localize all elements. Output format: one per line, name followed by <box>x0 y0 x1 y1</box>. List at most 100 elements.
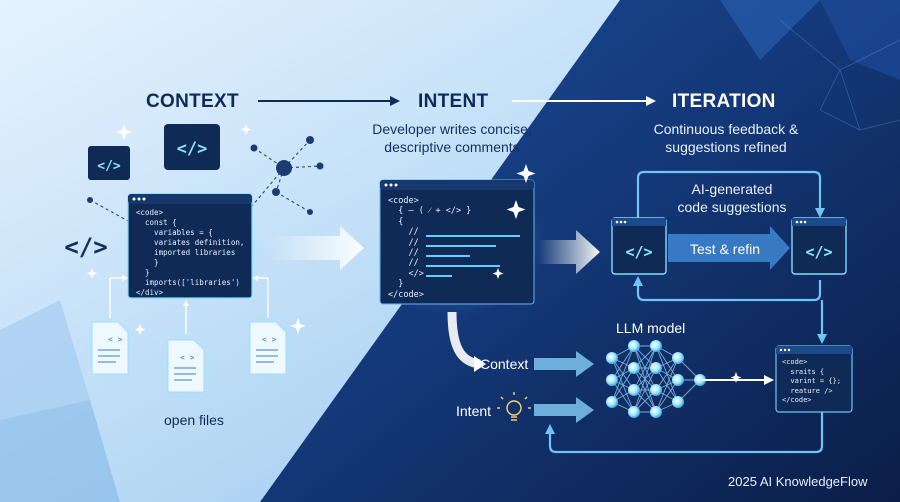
arrowhead <box>764 375 774 385</box>
neural-net-node <box>650 362 662 374</box>
code-line: varint = {}; <box>782 377 842 386</box>
code-line: </code> <box>388 289 424 300</box>
intent-description: Developer writes concise, descriptive co… <box>352 120 552 156</box>
code-glyph-icon: </> <box>64 233 107 261</box>
sparkle-icon <box>730 372 742 383</box>
file-to-panel-arrows <box>109 277 269 334</box>
sparkle-icon <box>492 164 536 279</box>
open-files-label: open files <box>164 412 224 428</box>
code-line: variables = { <box>136 228 213 237</box>
neural-net-edge <box>655 379 679 413</box>
intent-description-line: descriptive comments <box>384 139 520 155</box>
context-input-label: Context <box>480 356 529 372</box>
neural-net-edge <box>633 345 657 391</box>
neural-net-node <box>672 396 684 408</box>
iteration-description-line: suggestions refined <box>665 139 787 155</box>
neural-net-edge <box>655 357 679 413</box>
code-line: // <box>388 258 419 269</box>
arrowhead <box>817 334 827 344</box>
neural-net-node <box>694 374 706 386</box>
arrowhead <box>815 208 825 218</box>
arrowhead <box>474 356 486 372</box>
neural-net-edge <box>611 345 635 381</box>
neural-net-edge <box>633 345 657 413</box>
neural-net-nodes <box>606 340 706 418</box>
neural-net-node <box>650 340 662 352</box>
context-input-arrow <box>534 351 594 377</box>
facet-shape <box>720 0 820 60</box>
svg-text:</>: </> <box>177 139 208 159</box>
suggestion-window-left: </> <box>611 217 667 275</box>
output-code-text: <code> sraits { varint = {}; reature /><… <box>782 358 841 406</box>
svg-text:< >: < > <box>180 353 195 362</box>
code-line: </code> <box>782 396 812 405</box>
panel-titlebar <box>776 346 852 354</box>
neural-net-node <box>628 340 640 352</box>
intent-code-text: <code> { — ( ⁄ + </> } { // // // // </>… <box>388 196 471 300</box>
code-line: } <box>388 279 404 290</box>
network-lines <box>779 19 900 131</box>
footer-credit: 2025 AI KnowledgeFlow <box>728 474 868 489</box>
neural-net-node <box>650 406 662 418</box>
loop-label-line: code suggestions <box>677 199 787 215</box>
intent-comment-lines <box>426 235 520 277</box>
facet-shape <box>0 300 90 420</box>
file-icon: < > <box>244 318 292 376</box>
code-line: } <box>136 258 159 267</box>
panel-titlebar <box>128 194 252 204</box>
intent-input-label: Intent <box>456 403 492 419</box>
svg-text:< >: < > <box>108 335 123 344</box>
neural-net-node <box>606 374 618 386</box>
intent-input-arrow <box>534 397 594 423</box>
code-line: imports(['libraries') <box>136 278 240 287</box>
intent-description-line: Developer writes concise, <box>372 121 532 137</box>
code-line: // <box>388 237 419 248</box>
neural-net-node <box>628 406 640 418</box>
svg-text:</>: </> <box>805 243 832 261</box>
code-line: sraits { <box>782 367 825 376</box>
arrowhead <box>122 275 258 306</box>
llm-model-title: LLM model <box>616 320 686 336</box>
code-line: <code> <box>136 208 164 217</box>
neural-net-edge <box>633 367 657 413</box>
neural-net-edge <box>611 367 635 403</box>
window-dots <box>779 348 791 352</box>
facet-shape <box>820 0 900 80</box>
loop-label-line: AI-generated <box>691 181 773 197</box>
arrowhead <box>646 96 656 106</box>
iteration-description-line: Continuous feedback & <box>653 121 799 137</box>
arrowhead <box>633 276 643 286</box>
svg-text:</>: </> <box>97 159 121 174</box>
stage-title-iteration: ITERATION <box>672 91 776 112</box>
code-line: { <box>388 216 404 227</box>
window-dots <box>132 197 146 201</box>
code-line: <code> <box>782 358 808 366</box>
code-badge-large: </> <box>164 124 220 170</box>
svg-text:< >: < > <box>262 335 277 344</box>
neural-net-node <box>628 362 640 374</box>
stage-title-intent: INTENT <box>418 91 489 112</box>
file-icon: < > <box>86 318 134 376</box>
test-refine-label: Test & refin <box>690 241 761 257</box>
bottom-feedback-loop <box>548 412 824 454</box>
lightbulb-icon <box>497 392 531 421</box>
iteration-feedback-loop <box>636 170 822 302</box>
context-network-nodes <box>87 136 324 215</box>
neural-net-edge <box>611 345 635 403</box>
file-icon: < > <box>162 336 210 394</box>
neural-net-node <box>628 384 640 396</box>
sparkle-icon <box>86 124 306 335</box>
code-line: reature /> <box>782 386 833 395</box>
window-dots <box>384 183 398 187</box>
code-line: } <box>136 268 150 277</box>
stage-title-context: CONTEXT <box>146 91 239 112</box>
panel-titlebar <box>380 180 534 190</box>
suggestion-window-right: </> <box>791 217 847 275</box>
code-line: { — ( ⁄ + </> } <box>388 206 472 217</box>
code-line: // <box>388 227 419 238</box>
code-line: </> <box>388 268 424 279</box>
iteration-description: Continuous feedback & suggestions refine… <box>626 120 826 156</box>
svg-text:</>: </> <box>625 243 652 261</box>
